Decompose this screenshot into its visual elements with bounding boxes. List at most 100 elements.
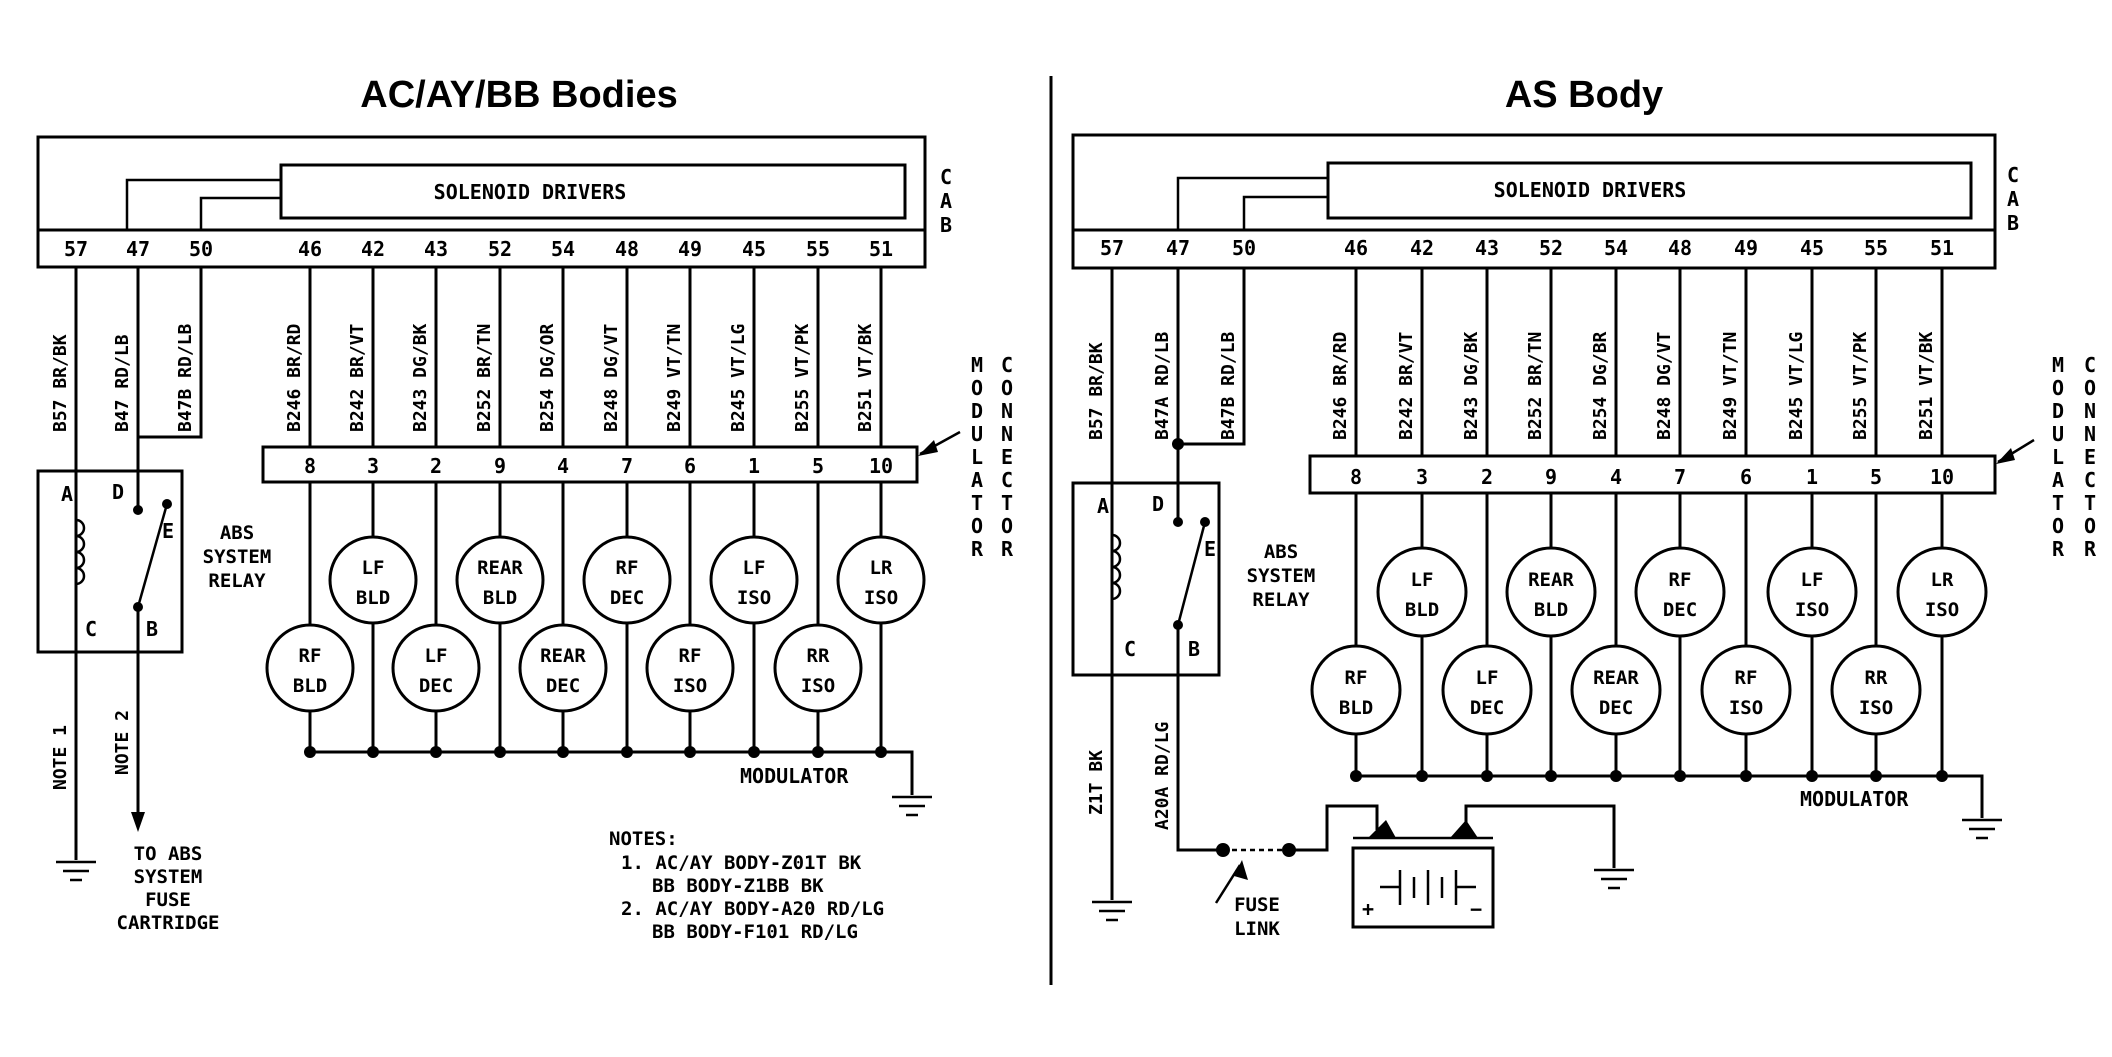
right-solenoid-7-line2: ISO (1795, 599, 1829, 621)
left-solenoid-6-line1: RF (679, 645, 702, 667)
left-solenoid-0 (265, 623, 355, 713)
right-solenoid-2 (1441, 644, 1533, 736)
right-cab-pin-54: 54 (1604, 236, 1628, 260)
right-ground-battery (1594, 868, 1634, 890)
left-connector-letter-1: O (1001, 376, 1013, 400)
right-solenoid-5 (1634, 546, 1726, 638)
right-mod-pin-2: 2 (1481, 465, 1493, 489)
left-wires (308, 267, 883, 447)
right-trace-50 (1242, 195, 1328, 230)
left-notes-line-3: 2. AC/AY BODY-A20 RD/LG (621, 898, 884, 920)
left-modulator-connector (261, 445, 919, 484)
left-modulator-letter-8: R (971, 537, 984, 561)
left-wire-label-7: B254 DG/OR (537, 323, 558, 432)
right-wire-label-2: B47B RD/LB (1218, 331, 1239, 440)
left-wire-b47b-tie (138, 267, 203, 439)
left-cab-pin-46: 46 (298, 237, 322, 261)
right-solenoid-3-line1: REAR (1528, 569, 1574, 591)
right-battery-plus: + (1362, 897, 1374, 921)
left-wire-label-8: B248 DG/VT (601, 323, 622, 432)
right-relay-pin-a: A (1097, 494, 1109, 518)
right-cab-pin-47: 47 (1166, 236, 1190, 260)
right-connector-letter-7: O (2084, 514, 2096, 538)
right-mod-pin-9: 9 (1545, 465, 1557, 489)
right-power-wire-label: A20A RD/LG (1152, 722, 1173, 830)
right-cab-pin-55: 55 (1864, 236, 1888, 260)
right-solenoid-2-line2: DEC (1470, 697, 1504, 719)
right-cab-pin-42: 42 (1410, 236, 1434, 260)
left-solenoid-3 (455, 535, 545, 625)
right-modulator-letter-8: R (2052, 537, 2065, 561)
right-mod-pin-6: 6 (1740, 465, 1752, 489)
right-solenoid-3 (1505, 546, 1597, 638)
right-solenoid-drivers-box (1326, 161, 1973, 220)
right-solenoid-9 (1896, 546, 1988, 638)
right-relay-pin-b: B (1188, 637, 1200, 661)
left-solenoid-6 (645, 623, 735, 713)
right-connector-letter-1: O (2084, 376, 2096, 400)
right-solenoid-5-line1: RF (1669, 569, 1692, 591)
right-modulator-letter-1: O (2052, 376, 2064, 400)
left-cab-pin-47: 47 (126, 237, 150, 261)
left-relay-pin-a: A (61, 482, 73, 506)
left-connector-letter-2: N (1001, 399, 1013, 423)
left-solenoid-5-line2: DEC (610, 587, 644, 609)
right-ground-modulator (1952, 774, 2002, 840)
left-note-2: NOTE 2 (112, 710, 133, 775)
right-connector-letter-5: C (2084, 468, 2096, 492)
right-connector-letter-8: R (2084, 537, 2097, 561)
left-trace-50 (199, 196, 281, 230)
left-modulator-letter-3: U (971, 422, 983, 446)
left-mod-pin-8: 8 (304, 454, 316, 478)
right-fuse-link-label-1: FUSE (1234, 894, 1280, 916)
right-solenoids: RFBLDLFBLDLFDECREARBLDREARDECRFDECRFISOL… (1310, 493, 1988, 736)
right-solenoid-drivers-label: SOLENOID DRIVERS (1494, 178, 1687, 202)
left-notes-line-4: BB BODY-F101 RD/LG (652, 921, 858, 943)
left-trace-47 (125, 178, 281, 230)
left-wire-label-12: B251 VT/BK (855, 323, 876, 432)
left-wire-label-2: B47B RD/LB (175, 323, 196, 432)
left-fuse-dest-2: SYSTEM (134, 866, 203, 888)
right-solenoid-4-line2: DEC (1599, 697, 1633, 719)
right-cab-pin-50: 50 (1232, 236, 1256, 260)
left-cab-letter-c: C (940, 165, 952, 189)
right-connector-letter-6: T (2084, 491, 2096, 515)
left-modulator-letter-6: T (971, 491, 983, 515)
right-cab-pin-46: 46 (1344, 236, 1368, 260)
right-relay-label-3: RELAY (1252, 589, 1310, 611)
right-ground-relay (1092, 900, 1132, 922)
left-solenoid-1 (328, 535, 418, 625)
left-wire-label-0: B57 BR/BK (50, 334, 71, 432)
left-solenoid-7-line1: LF (743, 557, 766, 579)
left-wire-label-1: B47 RD/LB (112, 334, 133, 432)
right-relay-pin-d: D (1152, 492, 1164, 516)
right-mod-pin-4: 4 (1610, 465, 1622, 489)
right-mod-pin-7: 7 (1674, 465, 1686, 489)
right-mod-pin-8: 8 (1350, 465, 1362, 489)
right-wire-label-8: B248 DG/VT (1654, 331, 1675, 440)
right-wire-a20a-to-fuse (1176, 625, 1223, 852)
right-relay-label-1: ABS (1264, 541, 1298, 563)
right-cab-letter-b: B (2007, 211, 2019, 235)
left-notes-line-2: BB BODY-Z1BB BK (652, 875, 824, 897)
right-solenoid-0-line1: RF (1345, 667, 1368, 689)
right-solenoid-6-line2: ISO (1729, 697, 1763, 719)
right-cab-pin-51: 51 (1930, 236, 1954, 260)
right-solenoid-1-line2: BLD (1405, 599, 1439, 621)
left-solenoid-4 (518, 623, 608, 713)
right-wire-label-3: B246 BR/RD (1330, 331, 1351, 440)
right-wire-label-6: B252 BR/TN (1525, 332, 1546, 440)
left-connector-letter-7: O (1001, 514, 1013, 538)
left-connector-letter-8: R (1001, 537, 1014, 561)
right-wire-label-7: B254 DG/BR (1590, 331, 1611, 440)
left-connector-letter-0: C (1001, 353, 1013, 377)
left-modulator-letter-4: L (971, 445, 983, 469)
left-modulator-label: MODULATOR (740, 764, 849, 788)
right-wires (1354, 268, 1944, 456)
